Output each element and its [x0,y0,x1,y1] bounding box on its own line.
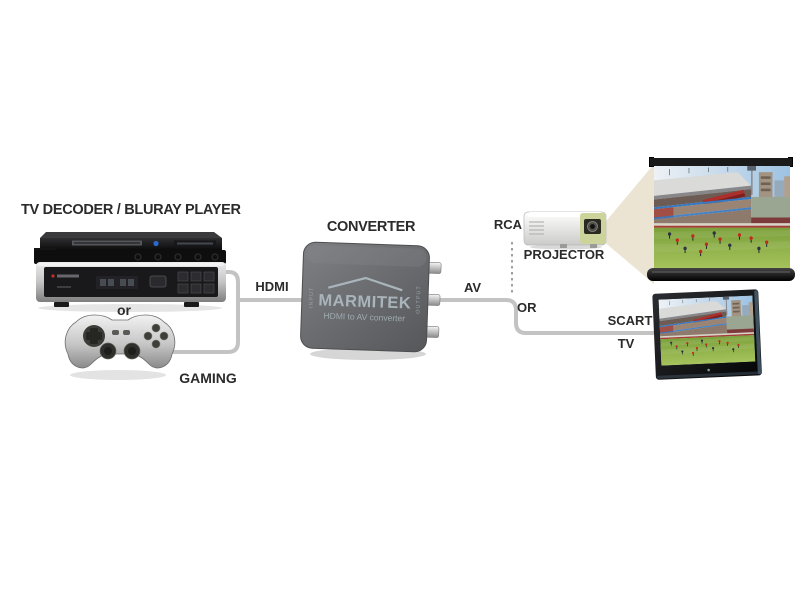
projector [523,211,607,250]
converter-body [300,241,430,353]
converter-title-label: CONVERTER [326,219,416,235]
marmitek-roof-logo-icon [328,276,403,292]
cables [160,270,662,354]
screen-roller-bar [647,268,795,281]
tv-display [652,289,762,380]
screen-image-stadium [654,166,790,269]
tv-image-stadium [658,295,756,366]
cable-sources-bus [160,270,240,354]
projector-beam [602,164,654,284]
tv-decoder-bluray-player [34,232,226,312]
converter-product-text: HDMI to AV converter [323,311,405,324]
converter-input-label: INPUT [309,287,316,309]
gaming-label: GAMING [179,370,237,386]
hdmi-to-av-converter: MARMITEK HDMI to AV converter INPUT OUTP… [300,241,442,360]
projection-screen [647,157,795,281]
converter-brand-text: MARMITEK [318,291,411,312]
rca-output-jacks [420,261,442,338]
or-branch-label: OR [517,300,537,315]
hdmi-cable-label: HDMI [255,279,289,294]
av-cable-label: AV [463,280,482,295]
scart-port-label: SCART [607,313,653,328]
gaming-controller [64,314,176,380]
source-title-label: TV DECODER / BLURAY PLAYER [21,202,241,218]
converter-output-label: OUTPUT [415,285,422,314]
or-source-label: or [117,302,131,318]
cable-av-scart [434,298,662,335]
tv-sink-label: TV [617,336,635,351]
rca-port-label: RCA [493,217,523,232]
projector-label: PROJECTOR [523,247,605,262]
